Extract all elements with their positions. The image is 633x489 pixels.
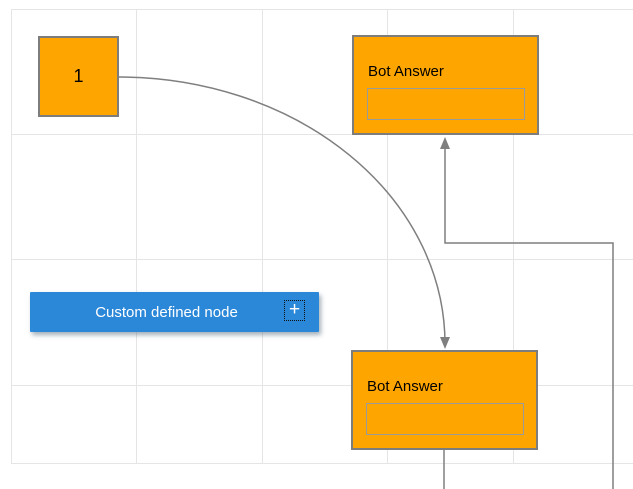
- start-node[interactable]: 1: [38, 36, 119, 117]
- custom-defined-node[interactable]: Custom defined node +: [30, 292, 319, 332]
- connector-curve[interactable]: [118, 76, 446, 345]
- bot-answer-title: Bot Answer: [368, 63, 444, 80]
- add-button[interactable]: +: [284, 300, 305, 321]
- arrowhead-up-icon: [440, 137, 450, 149]
- plus-icon: +: [288, 299, 301, 320]
- bot-answer-input[interactable]: [366, 403, 524, 435]
- connector-elbow[interactable]: [444, 147, 614, 489]
- arrowhead-down-icon: [440, 337, 450, 349]
- custom-node-label: Custom defined node: [95, 303, 238, 321]
- start-node-label: 1: [73, 66, 84, 86]
- bot-answer-node-bottom[interactable]: Bot Answer: [351, 350, 538, 450]
- bot-answer-title: Bot Answer: [367, 378, 443, 395]
- bot-answer-input[interactable]: [367, 88, 525, 120]
- bot-answer-node-top[interactable]: Bot Answer: [352, 35, 539, 135]
